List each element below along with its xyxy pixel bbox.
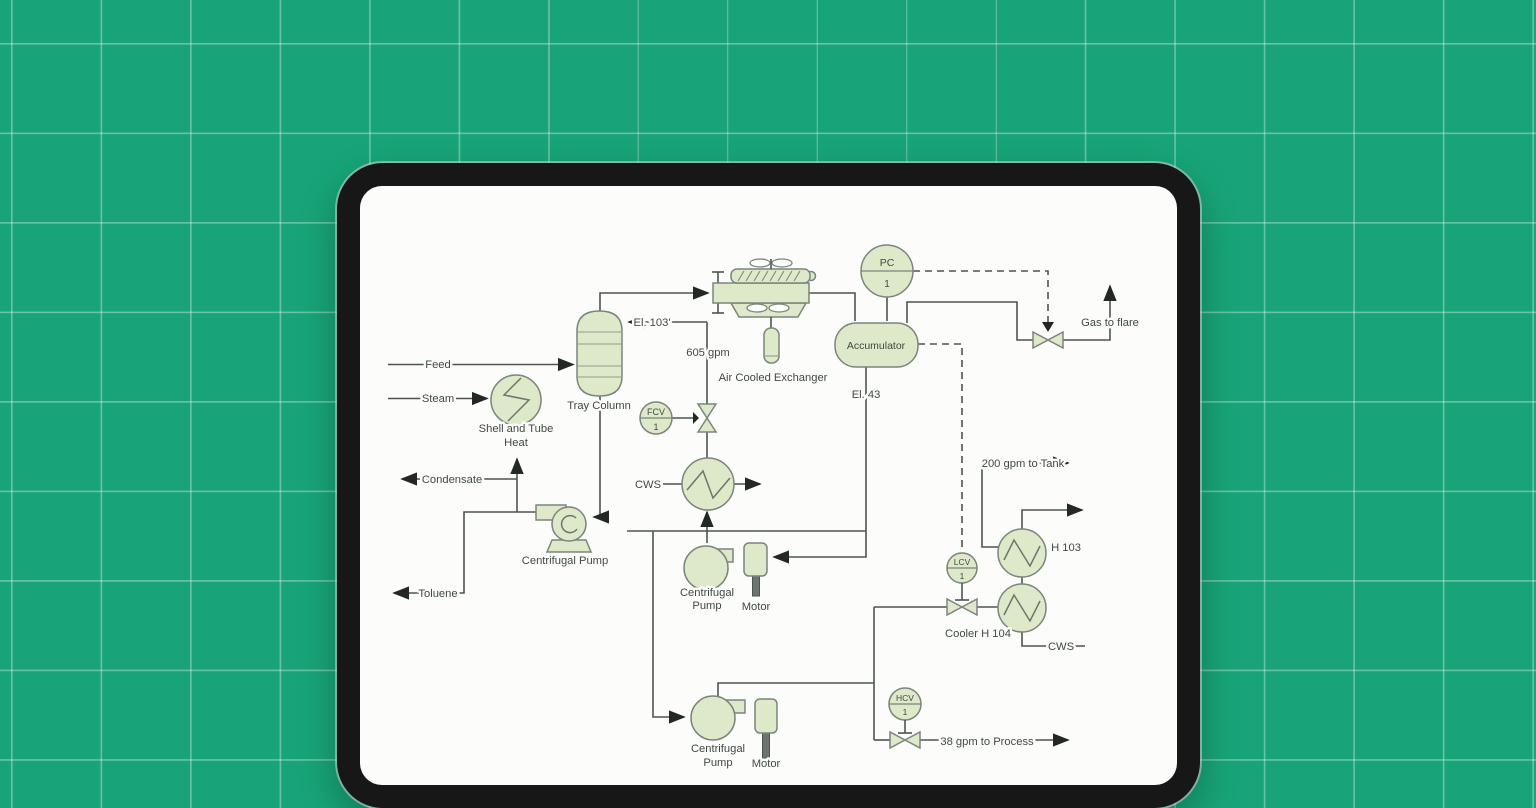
tablet-mockup (337, 163, 1200, 808)
tablet-screen (360, 186, 1177, 785)
